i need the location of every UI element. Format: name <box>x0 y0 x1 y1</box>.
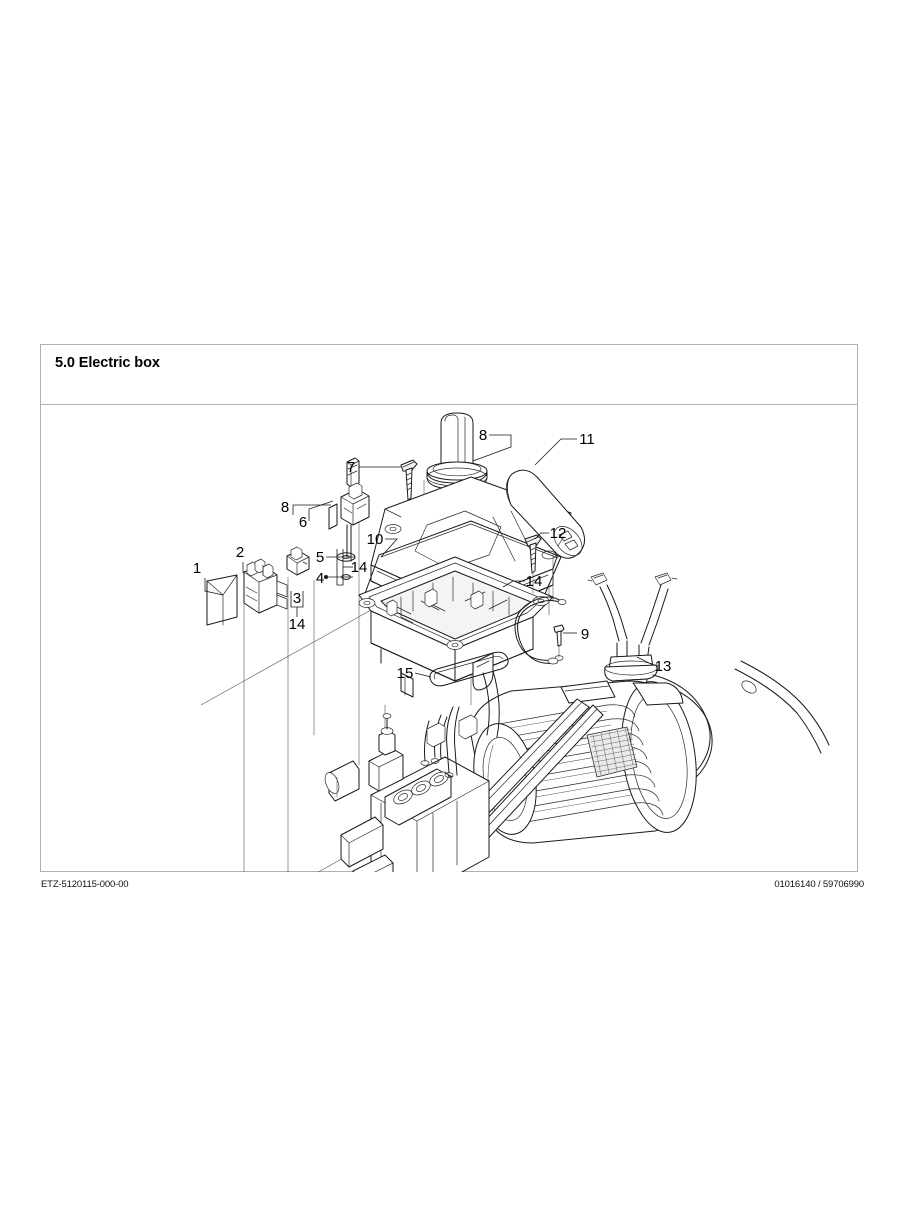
part-switch-stem <box>340 457 370 562</box>
part-knob-cap <box>426 412 488 490</box>
sheet-header: 5.0 Electric box <box>41 345 857 405</box>
callout-12: 12 <box>550 525 567 542</box>
callout-11: 11 <box>579 431 595 448</box>
callout-6: 6 <box>299 514 307 531</box>
unloader-valve <box>368 713 404 792</box>
diagram-canvas: 1 2 3 4 5 6 7 8 8 9 10 11 12 13 14 14 14 <box>193 412 830 872</box>
motor-nameplate <box>586 726 638 778</box>
callout-numbers: 1 2 3 4 5 6 7 8 8 9 10 11 12 13 14 14 14 <box>193 427 672 682</box>
callout-leaders <box>204 434 654 678</box>
callout-13: 13 <box>655 658 672 675</box>
part-terminal-block <box>243 558 288 614</box>
callout-9: 9 <box>581 626 589 643</box>
drawing-number: ETZ-5120115-000-00 <box>41 879 129 890</box>
electric-box-base <box>358 556 554 698</box>
callout-2: 2 <box>236 544 244 561</box>
hose-fitting <box>324 760 360 802</box>
part-clip <box>286 546 310 576</box>
callout-8-bracket: 8 <box>281 499 289 516</box>
callout-8-knob: 8 <box>479 427 487 444</box>
callout-7: 7 <box>347 459 355 476</box>
part-screw-12 <box>524 534 542 594</box>
part-capacitor <box>505 469 585 602</box>
part-seal-plate <box>429 651 509 687</box>
callout-5: 5 <box>316 549 324 566</box>
callout-14-right: 14 <box>526 573 543 590</box>
callout-10: 10 <box>367 531 384 548</box>
pump-valve-caps <box>384 768 452 826</box>
callout-3: 3 <box>293 590 301 607</box>
part-screw-9 <box>553 624 565 661</box>
callout-14-mid: 14 <box>351 559 368 576</box>
motor-pump-unit <box>324 670 697 872</box>
part-number-ref: 01016140 / 59706990 <box>774 879 864 890</box>
cable-harness <box>514 572 678 665</box>
callout-4: 4 <box>316 570 324 587</box>
part-bracket <box>328 503 338 530</box>
page-title: 5.0 Electric box <box>55 355 160 371</box>
diagram-sheet: 5.0 Electric box <box>40 344 858 872</box>
callout-1: 1 <box>193 560 201 577</box>
part-cover-plate <box>206 574 238 626</box>
callout-14-left: 14 <box>289 616 306 633</box>
callout-15: 15 <box>397 665 414 682</box>
exploded-diagram: 1 2 3 4 5 6 7 8 8 9 10 11 12 13 14 14 14 <box>41 405 857 872</box>
